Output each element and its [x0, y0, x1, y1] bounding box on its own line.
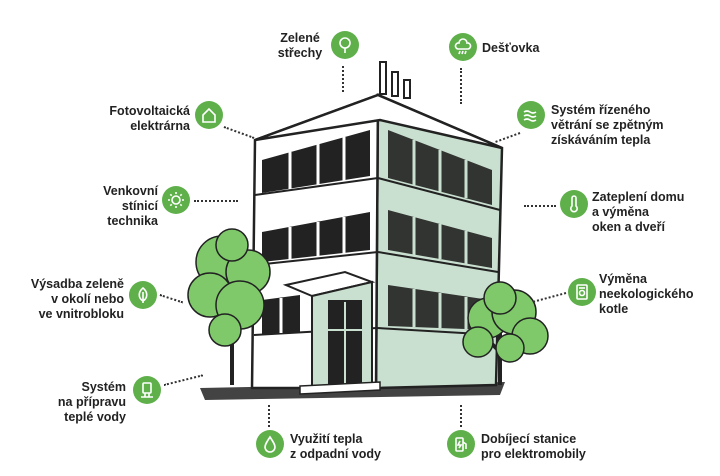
callout-line: na přípravu	[57, 395, 126, 409]
callout-line: větrání se zpětným	[551, 118, 664, 132]
callout-line: pro elektromobily	[481, 447, 586, 461]
callout-line: Výměna	[599, 272, 647, 286]
callout-line: ve vnitrobloku	[38, 307, 124, 321]
callout-line: Využití tepla	[290, 432, 363, 446]
callout-line: Dobíjecí stanice	[481, 432, 577, 446]
callout-line: Dešťovka	[482, 41, 540, 55]
tree-left	[187, 228, 271, 385]
boiler-icon	[576, 284, 588, 300]
building-roof	[254, 93, 503, 150]
callout-line: Systém řízeného	[551, 103, 651, 117]
callout-line: Venkovní	[103, 184, 158, 198]
leaf-icon	[138, 286, 148, 303]
connector-rainwater	[460, 68, 462, 104]
water-drop-icon	[264, 435, 276, 453]
callout-line: oken a dveří	[592, 220, 665, 234]
callout-line: střechy	[277, 46, 323, 60]
callout-insulation-badge	[560, 190, 588, 218]
callout-waste-heat-label: Využití tepla z odpadní vody	[290, 432, 381, 462]
callout-green-roofs-label: Zelené střechy	[270, 31, 330, 61]
callout-rainwater-label: Dešťovka	[482, 41, 539, 56]
charging-station-icon	[455, 437, 467, 452]
thermometer-icon	[570, 195, 578, 213]
callout-photovoltaic-label: Fotovoltaická elektrárna	[100, 104, 190, 134]
callout-ventilation-badge	[517, 101, 545, 129]
right-window-mullions	[412, 140, 468, 329]
callout-shading-label: Venkovní stínicí technika	[90, 184, 158, 229]
house-icon	[202, 107, 216, 123]
connector-waste-heat	[268, 405, 270, 427]
callout-boiler-label: Výměna neekologického kotle	[599, 272, 693, 317]
callout-line: Systém	[81, 380, 126, 394]
callout-line: z odpadní vody	[290, 447, 381, 461]
callout-insulation-label: Zateplení domu a výměna oken a dveří	[592, 190, 684, 235]
callout-rainwater-badge	[449, 33, 477, 61]
callout-line: Zelené	[280, 31, 320, 45]
connector-green-roofs	[342, 66, 344, 92]
callout-waste-heat-badge	[256, 430, 284, 458]
entrance-steps	[299, 381, 381, 395]
callout-boiler-badge	[568, 278, 596, 306]
rain-cloud-icon	[454, 38, 472, 55]
callout-ventilation-label: Systém řízeného větrání se zpětným získá…	[551, 103, 664, 148]
callout-ev-charging-label: Dobíjecí stanice pro elektromobily	[481, 432, 586, 462]
connector-ev-charging	[460, 405, 462, 427]
air-waves-icon	[523, 110, 537, 122]
callout-line: a výměna	[592, 205, 649, 219]
sun-icon	[168, 192, 184, 208]
callout-line: kotle	[599, 302, 629, 316]
callout-hot-water-badge	[133, 376, 161, 404]
connector-shading	[194, 200, 238, 202]
connector-insulation	[524, 205, 556, 207]
callout-line: v okolí nebo	[51, 292, 124, 306]
callout-green-roofs-badge	[331, 31, 359, 59]
callout-shading-badge	[162, 186, 190, 214]
water-heater-icon	[141, 382, 153, 398]
callout-line: stínicí	[121, 199, 158, 213]
left-window-mullions	[279, 137, 346, 333]
callout-ev-charging-badge	[447, 430, 475, 458]
callout-line: teplé vody	[64, 410, 126, 424]
tree-icon	[339, 37, 351, 53]
callout-line: elektrárna	[130, 119, 190, 133]
callout-line: Výsadba zeleně	[30, 277, 124, 291]
chimneys	[379, 61, 411, 99]
callout-line: Zateplení domu	[592, 190, 685, 204]
callout-greenery-badge	[129, 281, 157, 309]
callout-line: technika	[107, 214, 158, 228]
callout-line: Fotovoltaická	[109, 104, 190, 118]
callout-line: získáváním tepla	[551, 133, 651, 147]
callout-photovoltaic-badge	[195, 101, 223, 129]
callout-hot-water-label: Systém na přípravu teplé vody	[48, 380, 126, 425]
callout-greenery-label: Výsadba zeleně v okolí nebo ve vnitroblo…	[22, 277, 124, 322]
callout-line: neekologického	[599, 287, 694, 301]
tree-right	[462, 281, 549, 385]
